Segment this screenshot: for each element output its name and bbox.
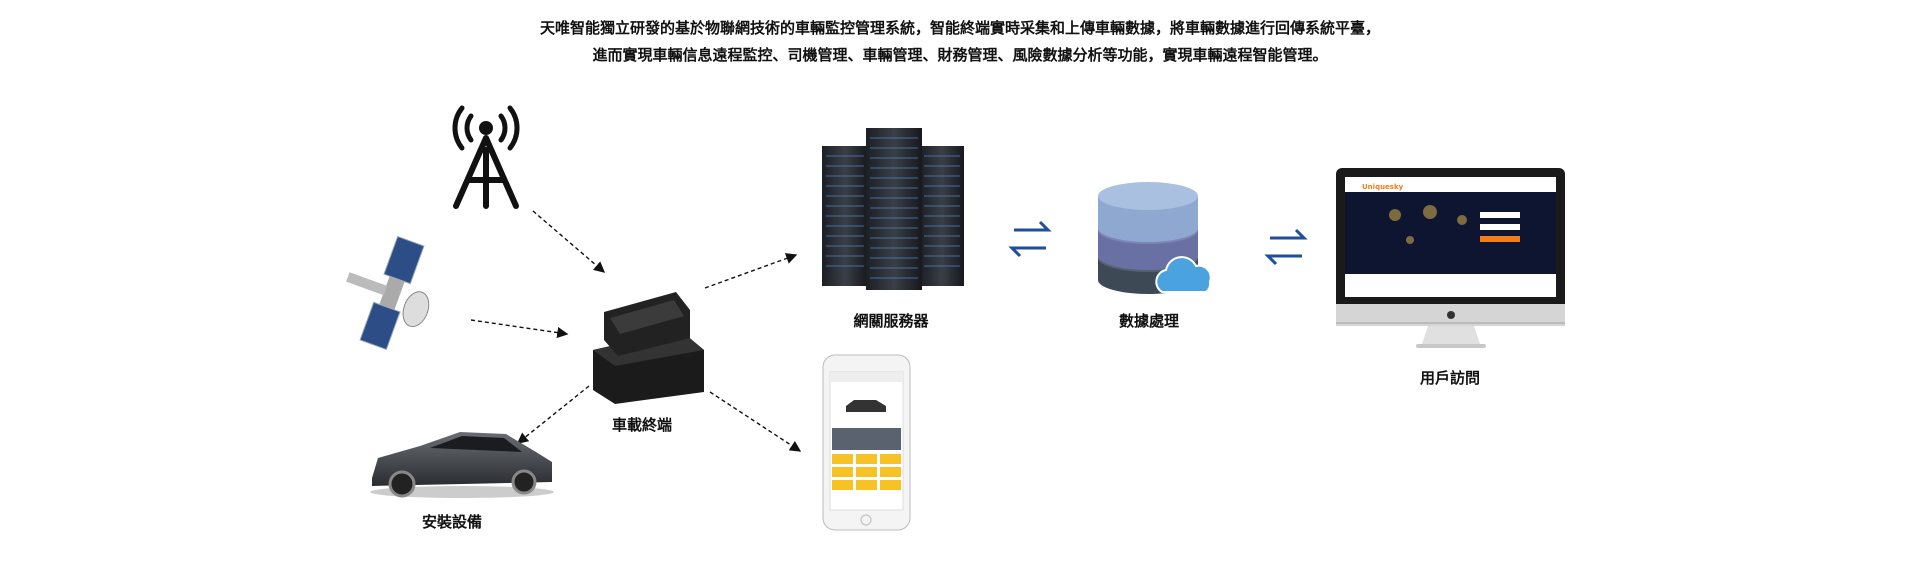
gateway-label: 網關服務器 (853, 312, 929, 330)
connector-arrows (470, 210, 802, 452)
user-access-label: 用戶訪問 (1419, 369, 1481, 387)
satellite-to-terminal-arrow (470, 319, 569, 339)
terminal-label: 車載終端 (611, 416, 673, 434)
terminal-to-phone-arrow (709, 391, 802, 452)
signal-tower-icon (452, 105, 520, 209)
terminal-to-car-arrow (516, 385, 590, 444)
terminal-to-server-arrow (704, 253, 798, 289)
smartphone-icon (822, 354, 911, 531)
bidirectional-arrow-icon (1008, 220, 1052, 258)
tower-to-terminal-arrow (532, 210, 606, 273)
obd-device-icon (593, 292, 704, 404)
imac-monitor-icon: Uniquesky (1336, 168, 1565, 348)
monitor-brand-logo: Uniquesky (1362, 183, 1404, 191)
install-label: 安裝設備 (421, 513, 483, 531)
data-processing-label: 數據處理 (1118, 312, 1180, 330)
server-rack-icon (822, 128, 964, 290)
satellite-icon (346, 235, 430, 351)
intro-line-2: 進而實現車輛信息遠程監控、司機管理、車輛管理、財務管理、風險數據分析等功能，實現… (592, 46, 1328, 64)
intro-line-1: 天唯智能獨立研發的基於物聯網技術的車輛監控管理系統，智能終端實時采集和上傳車輛數… (539, 19, 1380, 37)
car-icon (370, 432, 554, 498)
database-cloud-icon (1098, 182, 1212, 294)
bidirectional-arrow-icon (1264, 228, 1308, 266)
